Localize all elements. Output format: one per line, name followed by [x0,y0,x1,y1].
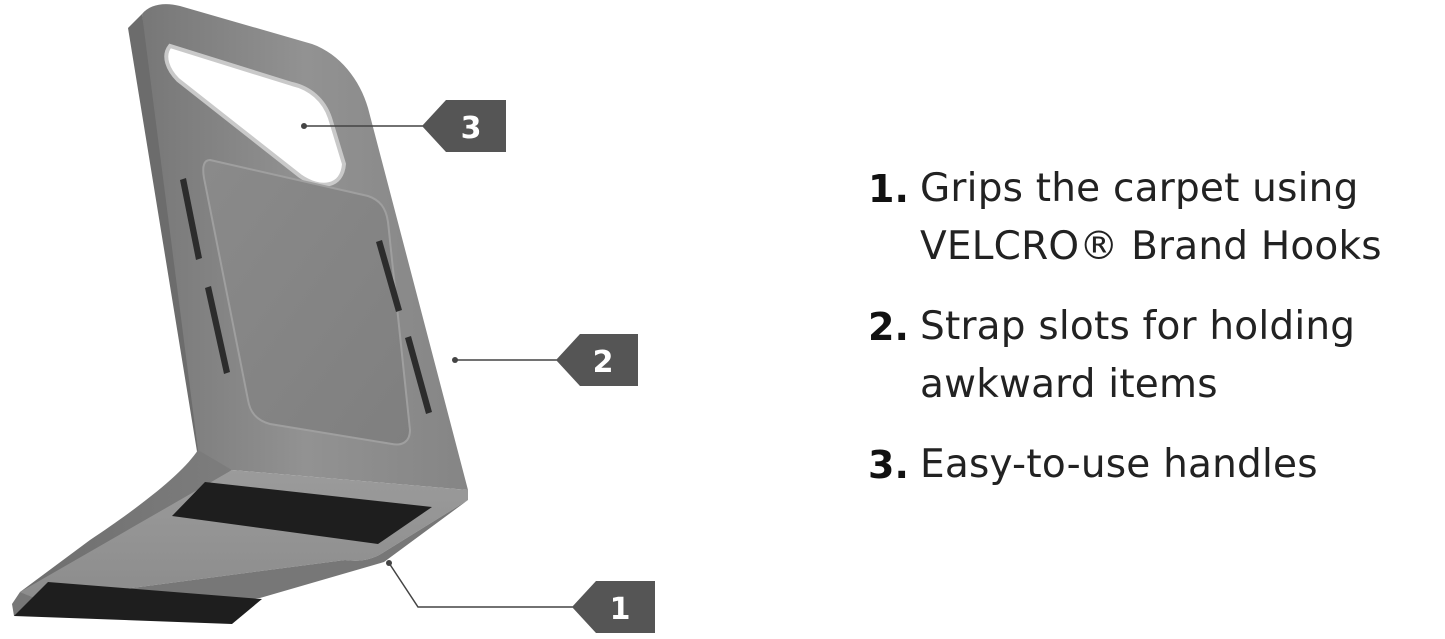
callout-1-badge [572,581,655,633]
callout-2-number: 2 [593,345,614,380]
feature-item-2: 2. Strap slots for holding awkward items [868,298,1443,414]
feature-1-line-2: VELCRO® Brand Hooks [920,224,1382,269]
feature-3-line-1: Easy-to-use handles [920,442,1318,487]
feature-text-3: Easy-to-use handles [920,436,1318,494]
velcro-pad-front [14,582,262,624]
callout-2-badge [556,334,638,386]
recessed-panel [202,158,412,446]
strap-slot-left-upper [180,178,202,260]
feature-text-1: Grips the carpet using VELCRO® Brand Hoo… [920,160,1382,276]
feature-2-line-1: Strap slots for holding [920,304,1356,349]
feature-item-3: 3. Easy-to-use handles [868,436,1443,494]
feature-2-line-2: awkward items [920,362,1218,407]
feature-number-1: 1. [868,167,909,211]
callout-1: 1 [386,560,655,633]
feature-number-2: 2. [868,305,909,349]
handle-rim [164,43,347,187]
callout-3-number: 3 [461,111,482,146]
callout-3-badge [422,100,506,152]
feature-item-1: 1. Grips the carpet using VELCRO® Brand … [868,160,1443,276]
strap-slot-right-upper [376,240,402,312]
feature-1-line-1: Grips the carpet using [920,166,1359,211]
strap-slot-left-lower [205,286,230,374]
callout-2: 2 [452,334,638,386]
feature-number-3: 3. [868,443,909,487]
feature-list: 1. Grips the carpet using VELCRO® Brand … [868,160,1443,516]
feature-text-2: Strap slots for holding awkward items [920,298,1355,414]
strap-slots [180,178,432,414]
velcro-pad-rear [172,482,432,544]
strap-slot-right-lower [405,336,432,414]
callout-3: 3 [301,100,506,152]
callout-1-number: 1 [610,592,631,627]
